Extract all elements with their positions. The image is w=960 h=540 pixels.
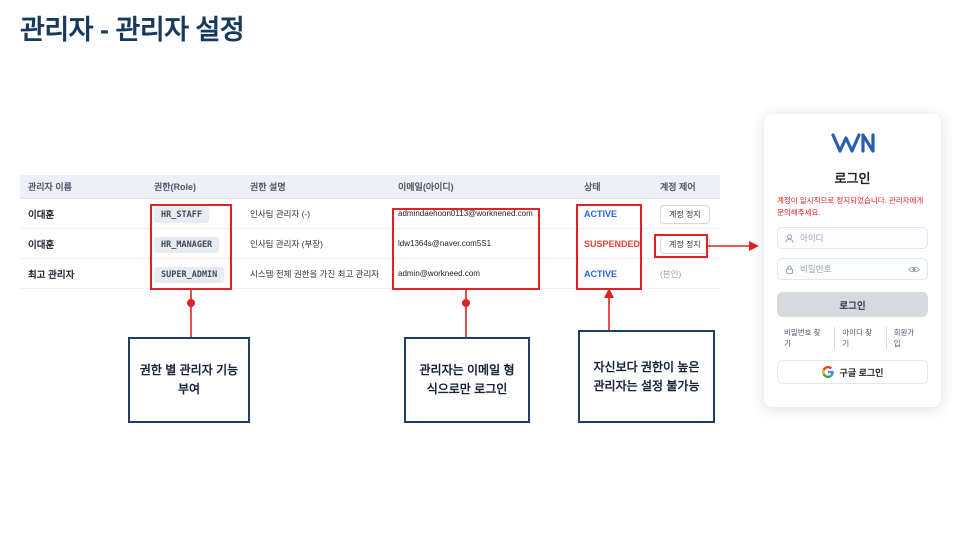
col-header-status: 상태 xyxy=(584,182,601,192)
signup-link[interactable]: 회원가입 xyxy=(885,327,928,350)
login-heading: 로그인 xyxy=(834,171,871,186)
find-password-link[interactable]: 비밀번호 찾기 xyxy=(784,328,821,349)
col-header-email: 이메일(아이디) xyxy=(398,182,454,192)
col-header-desc: 권한 설명 xyxy=(250,182,286,192)
role-description: 인사팀 관리자 (-) xyxy=(250,208,311,219)
role-badge: HR_STAFF xyxy=(154,207,209,223)
suspend-account-button[interactable]: 계정 정지 xyxy=(660,204,710,224)
password-field-wrap xyxy=(777,258,928,281)
col-header-control: 계정 제어 xyxy=(660,182,696,192)
callout-email-login: 관리자는 이메일 형식으로만 로그인 xyxy=(404,337,530,423)
id-input[interactable] xyxy=(800,233,920,244)
lock-icon xyxy=(786,265,793,274)
login-button[interactable]: 로그인 xyxy=(777,292,928,318)
table-header-row: 관리자 이름 권한(Role) 권한 설명 이메일(아이디) 상태 계정 제어 xyxy=(20,175,720,199)
col-header-name: 관리자 이름 xyxy=(28,182,72,192)
id-field-wrap xyxy=(777,227,928,250)
status-badge: ACTIVE xyxy=(584,208,618,219)
table-row: 이대훈 HR_STAFF 인사팀 관리자 (-) admindaehoon011… xyxy=(20,199,720,229)
google-logo-icon xyxy=(821,366,834,379)
self-account-label: (본인) xyxy=(660,268,682,279)
admin-name: 이대훈 xyxy=(28,239,55,251)
admin-email: ldw1364s@naver.com5S1 xyxy=(398,239,492,248)
admin-name: 최고 관리자 xyxy=(28,269,75,281)
brand-logo-icon xyxy=(777,132,928,159)
col-header-role: 권한(Role) xyxy=(154,182,197,192)
admin-email: admin@workneed.com xyxy=(398,269,480,278)
table-row: 최고 관리자 SUPER_ADMIN 시스템 전체 권한을 가진 최고 관리자 … xyxy=(20,259,720,289)
person-icon xyxy=(785,234,794,243)
suspended-alert-text: 계정이 일시적으로 정지되었습니다. 관리자에게 문의해주세요. xyxy=(777,196,924,217)
find-id-link[interactable]: 아이디 찾기 xyxy=(834,327,885,350)
callout-higher-permission: 자신보다 권한이 높은 관리자는 설정 불가능 xyxy=(578,330,715,423)
admin-name: 이대훈 xyxy=(28,209,55,221)
callout-role-function: 권한 별 관리자 기능 부여 xyxy=(128,337,250,423)
google-login-button[interactable]: 구글 로그인 xyxy=(777,360,928,385)
login-links: 비밀번호 찾기 아이디 찾기 회원가입 xyxy=(777,327,928,350)
login-panel: 로그인 계정이 일시적으로 정지되었습니다. 관리자에게 문의해주세요. xyxy=(764,114,941,407)
show-password-eye-icon[interactable] xyxy=(908,265,920,274)
role-description: 인사팀 관리자 (부장) xyxy=(250,238,323,249)
role-badge: SUPER_ADMIN xyxy=(154,267,225,283)
google-login-label: 구글 로그인 xyxy=(839,367,884,378)
status-badge: ACTIVE xyxy=(584,268,618,279)
admin-table: 관리자 이름 권한(Role) 권한 설명 이메일(아이디) 상태 계정 제어 … xyxy=(20,175,720,289)
status-badge: SUSPENDED xyxy=(584,238,641,249)
role-description: 시스템 전체 권한을 가진 최고 관리자 xyxy=(250,268,380,279)
password-input[interactable] xyxy=(800,264,902,275)
admin-email: admindaehoon0113@worknened.com xyxy=(398,209,533,218)
page-title: 관리자 - 관리자 설정 xyxy=(20,15,245,45)
table-row: 이대훈 HR_MANAGER 인사팀 관리자 (부장) ldw1364s@nav… xyxy=(20,229,720,259)
role-badge: HR_MANAGER xyxy=(154,237,220,253)
suspend-account-button[interactable]: 계정 정지 xyxy=(660,234,710,254)
